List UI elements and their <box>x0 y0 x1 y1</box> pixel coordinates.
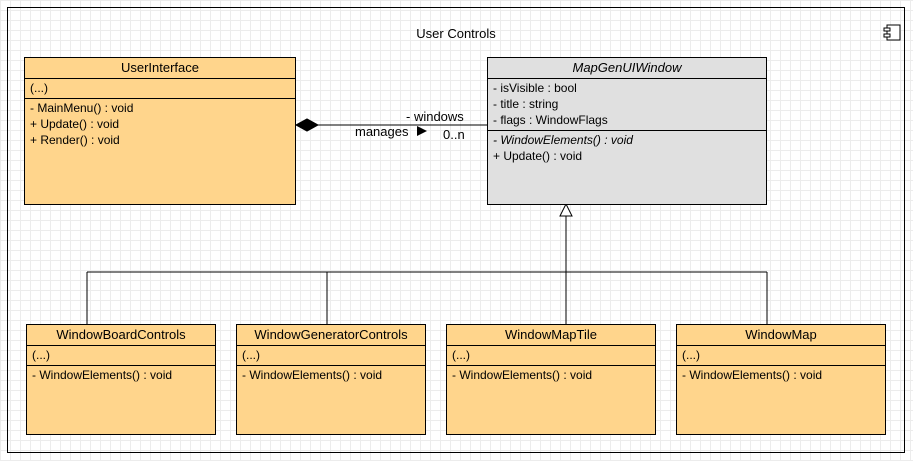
operation: + Render() : void <box>30 133 120 147</box>
class-window-map[interactable]: WindowMap (...) - WindowElements() : voi… <box>676 324 886 435</box>
frame-title: User Controls <box>416 26 496 41</box>
class-name: WindowBoardControls <box>27 325 215 346</box>
class-user-interface[interactable]: UserInterface (...) - MainMenu() : void … <box>24 57 296 205</box>
attributes-compartment: (...) <box>447 346 655 366</box>
operations-compartment: - WindowElements() : void + Update() : v… <box>488 131 766 165</box>
class-window-generator-controls[interactable]: WindowGeneratorControls (...) - WindowEl… <box>236 324 426 435</box>
class-map-gen-ui-window[interactable]: MapGenUIWindow - isVisible : bool - titl… <box>487 57 767 205</box>
attribute: (...) <box>32 348 50 362</box>
attribute: - isVisible : bool <box>493 81 577 95</box>
operation: - WindowElements() : void <box>242 368 383 382</box>
attribute: (...) <box>242 348 260 362</box>
operation: - WindowElements() : void <box>32 368 173 382</box>
attributes-compartment: (...) <box>237 346 425 366</box>
operations-compartment: - WindowElements() : void <box>677 366 885 384</box>
package-frame: User Controls <box>7 7 905 453</box>
composition-diamond <box>294 118 320 132</box>
association-multiplicity: 0..n <box>443 127 465 142</box>
class-name: WindowMapTile <box>447 325 655 346</box>
generalization-triangle <box>559 202 573 217</box>
operation: - WindowElements() : void <box>452 368 593 382</box>
component-icon <box>883 24 901 41</box>
attribute: (...) <box>30 81 48 95</box>
class-name: WindowGeneratorControls <box>237 325 425 346</box>
direction-arrow <box>417 126 427 136</box>
operation: - WindowElements() : void <box>493 133 633 147</box>
operation: + Update() : void <box>493 149 583 163</box>
attributes-compartment: (...) <box>27 346 215 366</box>
operations-compartment: - MainMenu() : void + Update() : void + … <box>25 99 295 149</box>
attribute: (...) <box>682 348 700 362</box>
operation: + Update() : void <box>30 117 120 131</box>
association-role: - windows <box>406 109 464 124</box>
attribute: - flags : WindowFlags <box>493 113 608 127</box>
operation: - WindowElements() : void <box>682 368 823 382</box>
operations-compartment: - WindowElements() : void <box>237 366 425 384</box>
attribute: - title : string <box>493 97 559 111</box>
operations-compartment: - WindowElements() : void <box>27 366 215 384</box>
association-label: manages <box>355 124 409 139</box>
class-name: WindowMap <box>677 325 885 346</box>
class-window-map-tile[interactable]: WindowMapTile (...) - WindowElements() :… <box>446 324 656 435</box>
operation: - MainMenu() : void <box>30 101 134 115</box>
attributes-compartment: - isVisible : bool - title : string - fl… <box>488 79 766 131</box>
class-name: MapGenUIWindow <box>488 58 766 79</box>
attributes-compartment: (...) <box>25 79 295 99</box>
operations-compartment: - WindowElements() : void <box>447 366 655 384</box>
attribute: (...) <box>452 348 470 362</box>
class-name: UserInterface <box>25 58 295 79</box>
class-window-board-controls[interactable]: WindowBoardControls (...) - WindowElemen… <box>26 324 216 435</box>
attributes-compartment: (...) <box>677 346 885 366</box>
